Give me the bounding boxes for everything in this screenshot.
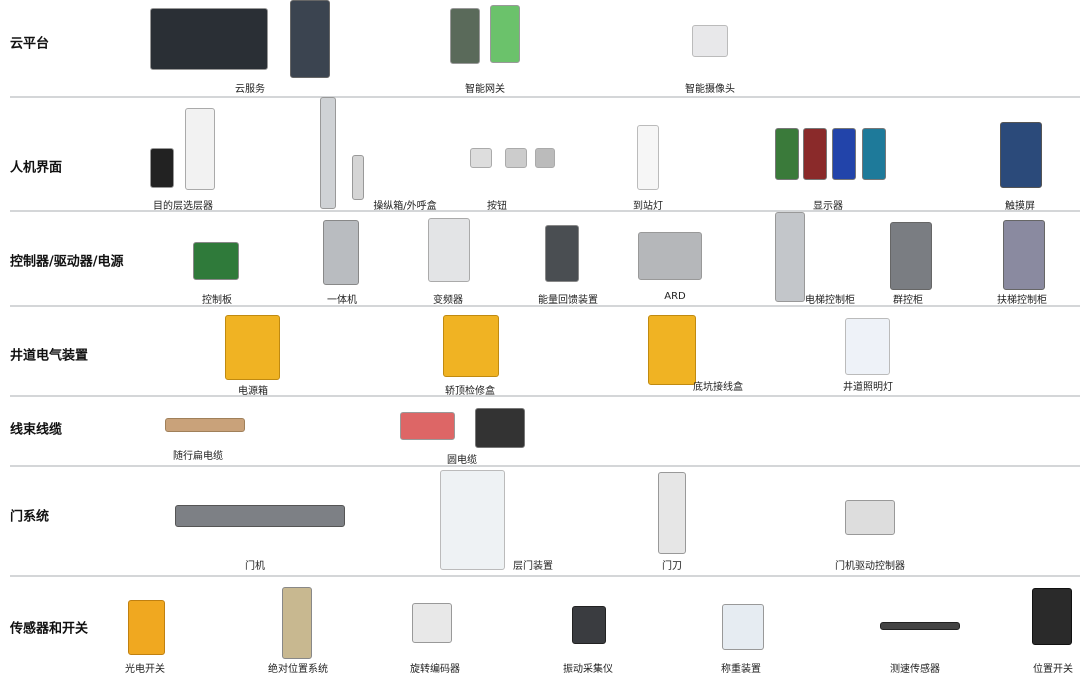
arrival-lamp-icon — [637, 125, 659, 190]
pit-junction-box-icon — [648, 315, 696, 385]
ard-icon — [638, 232, 702, 280]
flat-cable-icon — [165, 418, 245, 432]
product-label: 电梯控制柜 — [805, 295, 855, 306]
car-operating-panel-icon — [352, 155, 364, 200]
touchscreen-icon — [1000, 122, 1042, 188]
product-label: 底坑接线盒 — [693, 382, 743, 393]
product-label: 门刀 — [662, 561, 682, 572]
product-label: ARD — [664, 291, 686, 302]
inverter-icon — [428, 218, 470, 282]
row-separator — [10, 210, 1080, 212]
door-drive-controller-icon — [845, 500, 895, 535]
category-label: 门系统 — [10, 509, 50, 525]
display-icon — [803, 128, 827, 180]
product-label: 门机驱动控制器 — [835, 561, 905, 572]
product-label: 变频器 — [433, 295, 463, 306]
button-icon — [535, 148, 555, 168]
position-switch-icon — [1032, 588, 1072, 645]
cloud-server-icon — [150, 8, 268, 70]
display-icon — [775, 128, 799, 180]
product-label: 扶梯控制柜 — [997, 295, 1047, 306]
gateway-icon — [450, 8, 480, 64]
product-label: 光电开关 — [125, 664, 165, 675]
power-box-icon — [225, 315, 280, 380]
product-label: 智能摄像头 — [685, 84, 735, 95]
product-label: 门机 — [245, 561, 265, 572]
display-icon — [832, 128, 856, 180]
cloud-server-icon — [290, 0, 330, 78]
category-label: 控制器/驱动器/电源 — [10, 254, 124, 270]
row-separator — [10, 465, 1080, 467]
button-icon — [470, 148, 492, 168]
energy-feedback-icon — [545, 225, 579, 282]
product-label: 井道照明灯 — [843, 382, 893, 393]
product-label: 操纵箱/外呼盒 — [373, 201, 437, 212]
elevator-cabinet-icon — [775, 212, 805, 302]
row-separator — [10, 395, 1080, 397]
product-label: 称重装置 — [721, 664, 761, 675]
product-label: 显示器 — [813, 201, 843, 212]
button-icon — [505, 148, 527, 168]
product-label: 触摸屏 — [1005, 201, 1035, 212]
display-icon — [862, 128, 886, 180]
camera-icon — [692, 25, 728, 57]
escalator-cabinet-icon — [1003, 220, 1045, 290]
product-label: 轿顶检修盒 — [445, 386, 495, 397]
product-label: 随行扁电缆 — [173, 451, 223, 462]
vibration-sensor-icon — [572, 606, 606, 644]
product-label: 振动采集仪 — [563, 664, 613, 675]
row-separator — [10, 305, 1080, 307]
shaft-light-icon — [845, 318, 890, 375]
product-label: 测速传感器 — [890, 664, 940, 675]
product-label: 旋转编码器 — [410, 664, 460, 675]
product-label: 按钮 — [487, 201, 507, 212]
product-label: 电源箱 — [238, 386, 268, 397]
product-label: 群控柜 — [893, 295, 923, 306]
control-board-icon — [193, 242, 239, 280]
round-cable-icon — [475, 408, 525, 448]
product-label: 绝对位置系统 — [268, 664, 328, 675]
category-label: 井道电气装置 — [10, 348, 89, 364]
rotary-encoder-icon — [412, 603, 452, 643]
load-weighing-icon — [722, 604, 764, 650]
product-label: 云服务 — [235, 84, 265, 95]
absolute-position-icon — [282, 587, 312, 659]
row-separator — [10, 96, 1080, 98]
destination-selector-icon — [150, 148, 174, 188]
photoelectric-switch-icon — [128, 600, 165, 655]
category-label: 线束线缆 — [10, 422, 63, 438]
landing-door-icon — [440, 470, 505, 570]
product-label: 圆电缆 — [447, 455, 477, 466]
category-label: 传感器和开关 — [10, 621, 89, 637]
door-vane-icon — [658, 472, 686, 554]
product-label: 层门装置 — [513, 561, 553, 572]
product-label: 到站灯 — [633, 201, 663, 212]
speed-sensor-icon — [880, 622, 960, 630]
destination-selector-icon — [185, 108, 215, 190]
product-label: 能量回馈装置 — [538, 295, 598, 306]
product-label: 智能网关 — [465, 84, 505, 95]
group-control-cabinet-icon — [890, 222, 932, 290]
car-top-inspection-box-icon — [443, 315, 499, 377]
integrated-controller-icon — [323, 220, 359, 285]
product-label: 目的层选层器 — [153, 201, 213, 212]
product-label: 位置开关 — [1033, 664, 1073, 675]
door-operator-icon — [175, 505, 345, 527]
round-cable-icon — [400, 412, 455, 440]
car-operating-panel-icon — [320, 97, 336, 209]
row-separator — [10, 575, 1080, 577]
category-label: 云平台 — [10, 36, 50, 52]
product-label: 一体机 — [327, 295, 357, 306]
gateway-icon — [490, 5, 520, 63]
category-label: 人机界面 — [10, 160, 63, 176]
product-label: 控制板 — [202, 295, 232, 306]
